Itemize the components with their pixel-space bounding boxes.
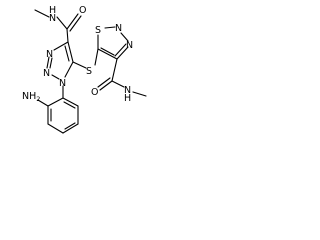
bond-methyl-n-top: [34, 9, 50, 18]
bond-phenyl-1: [47, 97, 64, 107]
bond-layer: [34, 9, 147, 134]
bond-thiadiazole-c4-c5-a: [97, 48, 118, 60]
bond-phenyl-6: [62, 97, 79, 107]
bond-carbonyl-o-right-b: [97, 77, 111, 88]
atom-n-triazole-3: N: [46, 49, 53, 60]
bond-triazole-n2-n1: [51, 74, 60, 80]
atom-n-amide-right: N: [124, 85, 131, 96]
bond-thiadiazole-n3-c4-b: [114, 43, 127, 57]
bond-ring-carbonyl-right: [111, 58, 118, 82]
bond-carbonyl-o-top-a: [66, 13, 79, 30]
bond-phenyl-3: [47, 123, 64, 134]
chemical-structure-diagram: N H O N N N S S N N O N H NH2: [22, 5, 147, 134]
bond-triazole-n3-n2-a: [46, 56, 50, 69]
bond-phenyl-inner-c: [63, 101, 76, 109]
bond-thiadiazole-c4-c5-b: [100, 47, 115, 56]
atom-label-layer: N H O N N N S S N N O N H NH2: [22, 5, 133, 104]
bond-carbonyl-ring-top: [66, 28, 69, 43]
atom-n-thiadiazole-2: N: [115, 23, 122, 34]
bond-phenyl-amine: [37, 99, 49, 107]
bond-triazole-c4-c5-inner: [64, 45, 70, 62]
atom-h-amide-top: H: [49, 5, 56, 16]
atom-n-thiadiazole-3: N: [126, 40, 133, 51]
atom-o-amide-top: O: [79, 5, 86, 16]
bond-carbonyl-n-right: [111, 80, 125, 88]
atom-s-bridge: S: [86, 66, 92, 77]
bond-n-carbonyl-top: [56, 16, 68, 30]
atom-o-amide-right: O: [91, 87, 98, 98]
atom-nh2-amine-text: NH: [22, 91, 36, 102]
bond-c5-s-bridge: [72, 61, 87, 69]
bond-s-bridge-thiadiazole: [94, 48, 99, 66]
atom-n-triazole-1: N: [59, 78, 66, 89]
bond-phenyl-4: [62, 123, 79, 134]
atom-h-amide-right: H: [124, 93, 131, 104]
bond-thiadiazole-s1-n2: [104, 26, 116, 29]
atom-s-thiadiazole: S: [95, 25, 101, 36]
bond-thiadiazole-n3-c4-a: [116, 46, 129, 60]
bond-n-methyl-right: [132, 91, 147, 97]
bond-triazole-c4-c5: [67, 41, 74, 63]
bond-phenyl-inner-b: [64, 122, 76, 130]
bond-triazole-c4-n3: [53, 41, 69, 51]
atom-n-triazole-2: N: [43, 68, 50, 79]
atom-n-amide-top: N: [49, 13, 56, 24]
atom-nh2-amine: NH2: [22, 91, 40, 103]
bond-thiadiazole-n2-n3: [120, 32, 129, 42]
bond-triazole-n1-c5: [64, 61, 74, 78]
bond-carbonyl-o-right-a: [99, 80, 113, 91]
bond-carbonyl-o-top-b: [69, 15, 82, 32]
bond-triazole-n3-n2-b: [49, 57, 53, 69]
atom-nh2-amine-subscript: 2: [36, 95, 40, 103]
